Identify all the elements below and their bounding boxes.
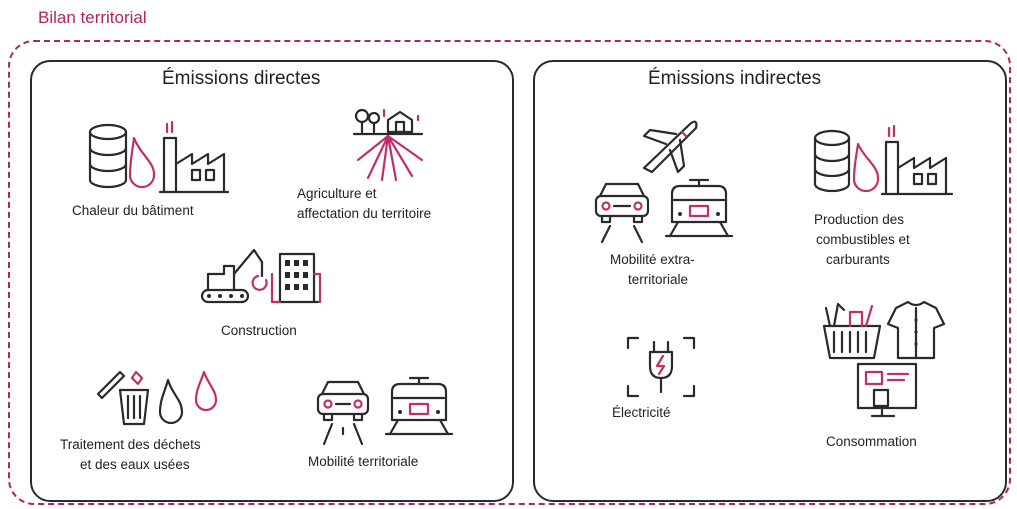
territorial-mobility-icons: [316, 376, 454, 446]
label-territorial-mobility: Mobilité territoriale: [308, 454, 419, 469]
label-waste-2: et des eaux usées: [80, 457, 190, 472]
plane-icon: [642, 120, 698, 174]
excavator-icon: [200, 248, 268, 304]
label-building-heat: Chaleur du bâtiment: [72, 203, 194, 218]
label-production-3: carburants: [826, 252, 890, 267]
barrel-icon: [88, 123, 128, 189]
trash-icon: [96, 370, 150, 426]
train-icon: [384, 376, 454, 436]
screen-icon: [856, 362, 918, 418]
shirt-icon: [886, 300, 946, 360]
car-icon: [594, 182, 650, 244]
waste-icons: [96, 370, 218, 426]
factory-icon: [158, 120, 230, 194]
drop-icon: [194, 370, 218, 412]
label-agriculture-2: affectation du territoire: [297, 206, 432, 221]
consumption-icons: [822, 300, 946, 418]
drop-icon: [852, 142, 880, 193]
label-production-1: Production des: [814, 212, 905, 227]
label-waste-1: Traitement des déchets: [60, 437, 201, 452]
label-extra-mobility-2: territoriale: [628, 272, 689, 287]
label-construction: Construction: [221, 323, 297, 338]
label-electricity: Électricité: [612, 405, 671, 420]
indirect-emissions-title: Émissions indirectes: [648, 68, 822, 89]
building-icon: [270, 252, 322, 304]
diagram-title: Bilan territorial: [38, 8, 147, 27]
drop-icon: [158, 378, 184, 425]
direct-emissions-box: [30, 60, 514, 502]
label-production-2: combustibles et: [816, 232, 910, 247]
train-icon: [664, 178, 734, 238]
car-icon: [316, 380, 370, 446]
fuel-production-icons: [813, 124, 954, 196]
farm-icon: [352, 108, 424, 182]
extra-territorial-mobility-icons: [594, 178, 734, 244]
label-consumption: Consommation: [826, 434, 917, 449]
building-heat-icons: [88, 120, 230, 194]
drop-icon: [128, 136, 156, 189]
indirect-emissions-box: [533, 60, 1007, 502]
label-extra-mobility-1: Mobilité extra-: [610, 252, 695, 267]
basket-icon: [822, 302, 882, 360]
plug-icon: [626, 336, 696, 398]
label-agriculture-1: Agriculture et: [297, 186, 377, 201]
territorial-balance-frame: [8, 40, 1011, 505]
direct-emissions-title: Émissions directes: [162, 68, 321, 89]
factory-icon: [880, 124, 954, 196]
barrel-icon: [813, 129, 851, 193]
construction-icons: [200, 248, 322, 304]
